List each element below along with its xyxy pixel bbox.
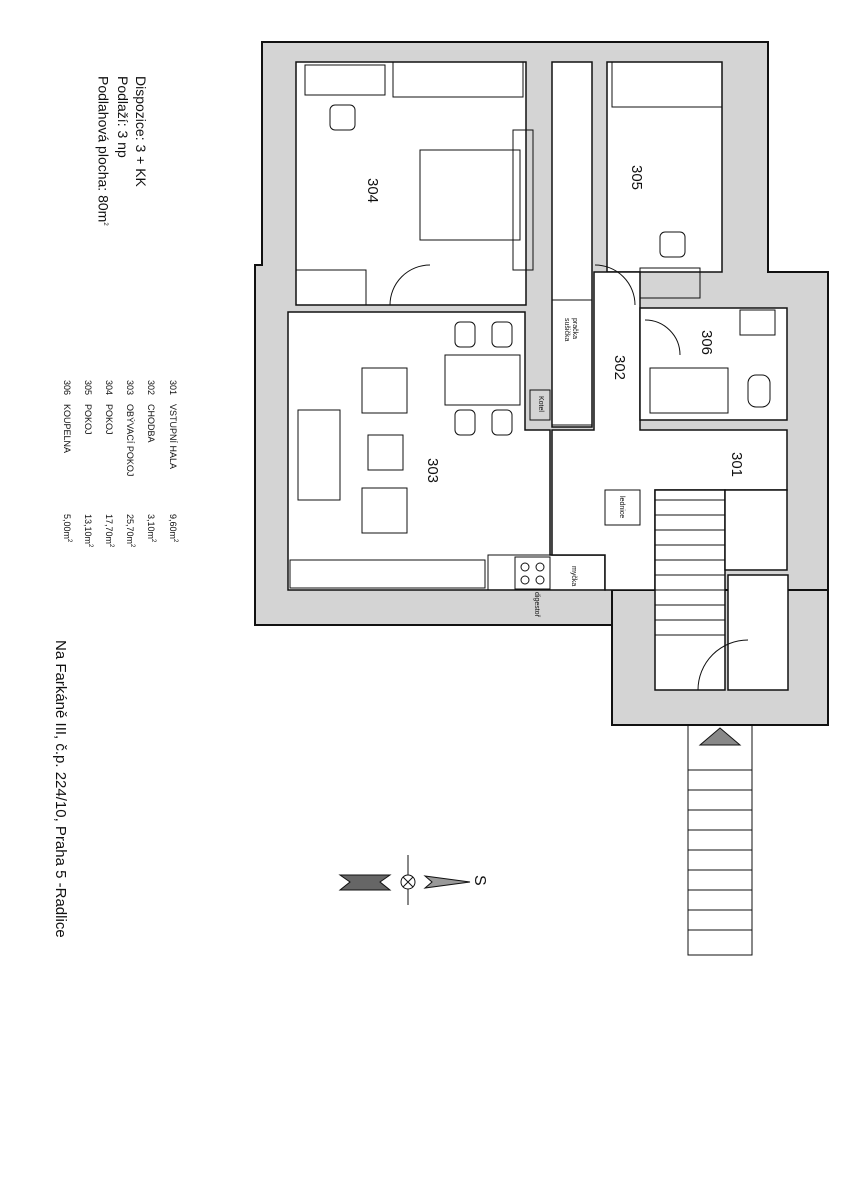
room-305 bbox=[606, 61, 723, 273]
area-sup: 2 bbox=[102, 222, 108, 226]
legend-area: 25,70m bbox=[125, 514, 135, 545]
wardrobe bbox=[551, 61, 593, 428]
room-label-304: 304 bbox=[364, 178, 381, 204]
room-306 bbox=[639, 307, 788, 421]
desk-305 bbox=[639, 267, 701, 299]
room-304 bbox=[295, 61, 527, 306]
legend-name: POKOJ bbox=[104, 404, 114, 435]
entry-door-arc bbox=[697, 639, 749, 691]
legend-row: 306KOUPELNA 5,00m2 bbox=[62, 380, 72, 542]
tv-unit bbox=[289, 559, 486, 589]
fridge-label: lednice bbox=[618, 496, 625, 519]
desk-304 bbox=[304, 64, 386, 96]
dryer-label: sušička bbox=[563, 318, 570, 342]
bed bbox=[419, 149, 521, 241]
address-text: Na Farkáně III, č.p. 224/10, Praha 5 -Ra… bbox=[52, 640, 69, 938]
entry-room bbox=[727, 574, 789, 691]
bathtub bbox=[649, 367, 729, 414]
washer-label: pračka bbox=[571, 318, 578, 340]
floor-text: Podlaží: 3 np bbox=[115, 76, 131, 158]
legend-sup: 2 bbox=[172, 539, 178, 543]
legend-num: 306 bbox=[62, 380, 72, 396]
legend-name: OBÝVACÍ POKOJ bbox=[125, 404, 135, 477]
legend-area: 3,10m bbox=[146, 514, 156, 540]
hood-label: digestoř bbox=[533, 592, 540, 617]
toilet bbox=[747, 374, 771, 408]
legend-sup: 2 bbox=[129, 544, 135, 548]
coffee-table bbox=[367, 434, 404, 471]
layout-text: Dispozice: 3 + KK bbox=[133, 76, 149, 187]
door-arc-306 bbox=[644, 319, 681, 356]
legend-row: 305POKOJ 13,10m2 bbox=[83, 380, 93, 547]
kitchen-counter bbox=[487, 554, 606, 591]
room-label-303: 303 bbox=[424, 458, 441, 484]
hallway bbox=[724, 489, 788, 571]
boiler bbox=[529, 389, 551, 421]
legend-num: 303 bbox=[125, 380, 135, 396]
area-text: Podlahová plocha: 80m2 bbox=[94, 76, 114, 226]
interior-stairs bbox=[655, 499, 725, 636]
fridge bbox=[604, 489, 641, 526]
legend-num: 304 bbox=[104, 380, 114, 396]
stove bbox=[514, 556, 551, 590]
sofa bbox=[297, 409, 341, 501]
legend-area: 5,00m bbox=[62, 514, 72, 540]
legend-num: 302 bbox=[146, 380, 156, 396]
info-block: Dispozice: 3 + KK Podlaží: 3 np Podlahov… bbox=[94, 76, 150, 226]
room-label-301: 301 bbox=[728, 452, 745, 478]
legend-name: CHODBA bbox=[146, 404, 156, 443]
legend-sup: 2 bbox=[66, 539, 72, 543]
boiler-label: Kotel bbox=[537, 396, 544, 412]
dining-table bbox=[444, 354, 521, 406]
legend-sup: 2 bbox=[108, 544, 114, 548]
legend-sup: 2 bbox=[150, 539, 156, 543]
legend-name: POKOJ bbox=[83, 404, 93, 435]
legend-area: 9,60m bbox=[168, 514, 178, 540]
legend-area: 13,10m bbox=[83, 514, 93, 545]
sink bbox=[739, 309, 776, 336]
exterior-stairs bbox=[687, 724, 753, 956]
legend-name: VSTUPNÍ HALA bbox=[168, 404, 178, 470]
legend-name: KOUPELNA bbox=[62, 404, 72, 454]
legend-row: 302CHODBA 3,10m2 bbox=[146, 380, 156, 542]
legend-area: 17,70m bbox=[104, 514, 114, 545]
utility-column bbox=[551, 299, 593, 426]
north-arrow-icon bbox=[338, 855, 471, 905]
legend-row: 301VSTUPNÍ HALA 9,60m2 bbox=[168, 380, 178, 542]
dishwasher-label: myčka bbox=[570, 566, 577, 587]
legend-row: 304POKOJ 17,70m2 bbox=[104, 380, 114, 547]
door-arc-305 bbox=[594, 264, 636, 306]
door-arc-304 bbox=[389, 264, 431, 306]
legend-num: 301 bbox=[168, 380, 178, 396]
bed-305 bbox=[611, 61, 723, 108]
legend-num: 305 bbox=[83, 380, 93, 396]
room-label-305: 305 bbox=[628, 165, 645, 191]
legend-row: 303OBÝVACÍ POKOJ 25,70m2 bbox=[125, 380, 135, 547]
area-label: Podlahová plocha: 80m bbox=[95, 76, 112, 223]
legend-sup: 2 bbox=[87, 544, 93, 548]
wardrobe-304 bbox=[392, 61, 524, 98]
room-label-302: 302 bbox=[611, 355, 628, 381]
room-label-306: 306 bbox=[698, 330, 715, 356]
compass-south-label: S bbox=[471, 875, 488, 886]
